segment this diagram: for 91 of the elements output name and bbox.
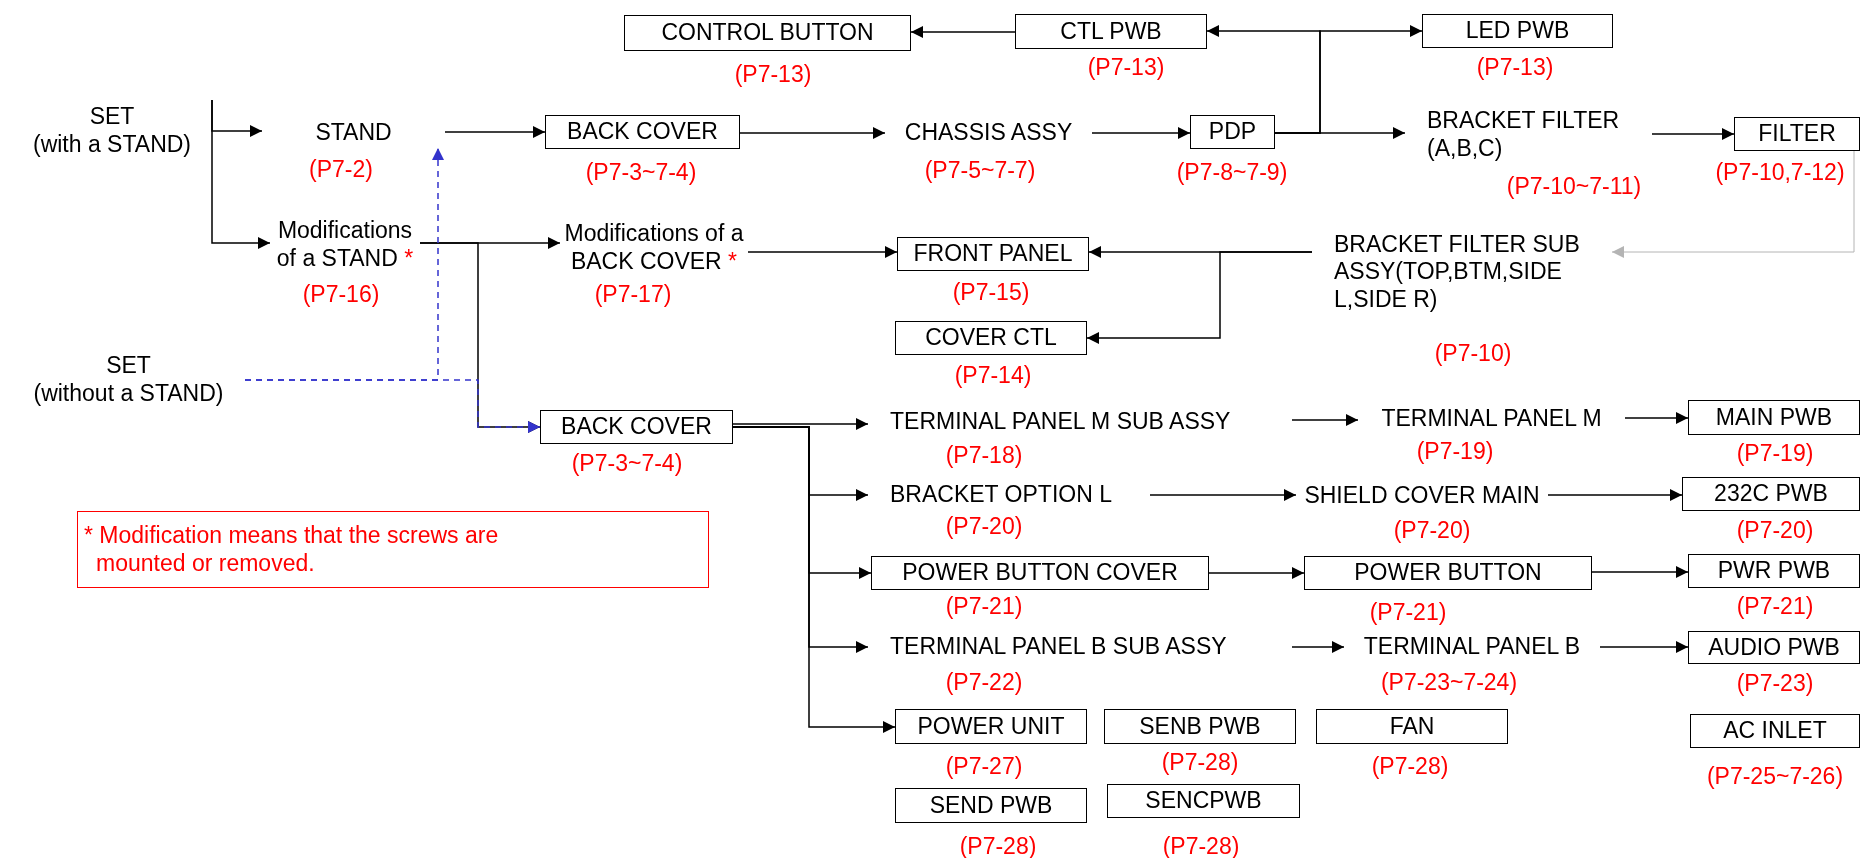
page-reference: (P7-10,7-12) [1715, 158, 1845, 186]
part-label: BRACKET OPTION L [868, 480, 1150, 510]
part-box: AC INLET [1690, 714, 1860, 748]
part-box: FAN [1316, 709, 1508, 744]
page-reference: (P7-19) [1416, 437, 1494, 465]
arrow [1091, 127, 1191, 139]
part-label: BRACKET FILTER SUB ASSY(TOP,BTM,SIDE L,SIDE R) [1312, 222, 1612, 322]
part-label: BRACKET FILTER (A,B,C) [1405, 103, 1652, 167]
part-label: CHASSIS ASSY [885, 118, 1092, 148]
part-label: TERMINAL PANEL B SUB ASSY [868, 632, 1292, 662]
page-reference: (P7-19) [1736, 439, 1814, 467]
arrow [1651, 128, 1735, 140]
part-label: Modifications of a BACK COVER * [563, 220, 745, 276]
part-label: TERMINAL PANEL M SUB ASSY [868, 406, 1292, 438]
page-reference: (P7-16) [302, 280, 380, 308]
arrow [1291, 641, 1345, 653]
part-box: CONTROL BUTTON [624, 15, 911, 51]
part-box: FILTER [1734, 117, 1860, 151]
part-box: COVER CTL [895, 321, 1087, 355]
page-reference: (P7-25~7-26) [1706, 762, 1844, 790]
part-box: 232C PWB [1682, 477, 1860, 511]
page-reference: (P7-14) [954, 361, 1032, 389]
arrow [1624, 412, 1689, 424]
part-label: SHIELD COVER MAIN [1296, 481, 1548, 511]
arrow [747, 246, 898, 258]
page-reference: (P7-10) [1434, 339, 1512, 367]
part-box: PDP [1190, 115, 1275, 149]
arrow [211, 99, 271, 249]
arrow [1274, 25, 1423, 134]
arrow [1599, 641, 1689, 653]
page-reference: (P7-23~7-24) [1380, 668, 1518, 696]
part-box: BACK COVER [540, 410, 733, 444]
page-reference: (P7-20) [1393, 516, 1471, 544]
page-reference: (P7-21) [1369, 598, 1447, 626]
page-reference: (P7-28) [1162, 832, 1240, 858]
page-reference: (P7-13) [1476, 53, 1554, 81]
arrow [1208, 567, 1305, 579]
page-reference: (P7-18) [945, 441, 1023, 469]
arrow [1547, 489, 1683, 501]
page-reference: (P7-17) [594, 280, 672, 308]
arrow [1086, 251, 1313, 344]
part-box: MAIN PWB [1688, 400, 1860, 435]
part-box: LED PWB [1422, 14, 1613, 48]
part-label: STAND [262, 118, 445, 148]
part-box: BACK COVER [545, 115, 740, 149]
arrow [739, 127, 886, 139]
page-reference: (P7-3~7-4) [585, 158, 697, 186]
page-reference: (P7-10~7-11) [1506, 172, 1642, 200]
page-reference: (P7-13) [1087, 53, 1165, 81]
page-reference: (P7-15) [952, 278, 1030, 306]
page-reference: (P7-20) [945, 512, 1023, 540]
page-reference: (P7-2) [309, 155, 373, 183]
part-box: SENCPWB [1107, 784, 1300, 818]
part-label: TERMINAL PANEL B [1344, 632, 1600, 662]
part-label: Modifications of a STAND * [275, 217, 415, 273]
page-reference: (P7-21) [1736, 592, 1814, 620]
arrow [732, 418, 869, 430]
page-reference: (P7-27) [945, 752, 1023, 780]
page-reference: (P7-28) [1371, 752, 1449, 780]
arrow [244, 379, 541, 433]
part-label: (with a STAND) [32, 131, 191, 159]
arrow [1149, 489, 1297, 501]
part-label: SET [106, 352, 151, 380]
page-reference: (P7-23) [1736, 669, 1814, 697]
note-box: * Modification means that the screws are mounted or removed. [77, 511, 709, 588]
part-label: SET [89, 103, 135, 131]
part-label: (without a STAND) [33, 380, 224, 408]
page-reference: (P7-5~7-7) [924, 156, 1036, 184]
page-reference: (P7-28) [1161, 748, 1239, 776]
arrow [1611, 150, 1855, 258]
part-box: SENB PWB [1104, 709, 1296, 744]
arrow [1291, 414, 1359, 426]
arrow [910, 26, 1016, 38]
page-reference: (P7-21) [945, 592, 1023, 620]
part-box: CTL PWB [1015, 14, 1207, 49]
page-reference: (P7-22) [945, 668, 1023, 696]
page-reference: (P7-8~7-9) [1176, 158, 1288, 186]
part-box: POWER UNIT [895, 709, 1087, 744]
arrow [444, 126, 546, 138]
page-reference: (P7-13) [734, 60, 812, 88]
arrow [1591, 566, 1689, 578]
page-reference: (P7-20) [1736, 516, 1814, 544]
part-label: TERMINAL PANEL M [1358, 404, 1625, 434]
page-reference: (P7-28) [959, 832, 1037, 858]
part-box: POWER BUTTON [1304, 556, 1592, 590]
part-box: AUDIO PWB [1688, 631, 1860, 664]
part-box: FRONT PANEL [897, 237, 1089, 271]
part-box: PWR PWB [1688, 554, 1860, 588]
page-reference: (P7-3~7-4) [571, 449, 683, 477]
part-box: SEND PWB [895, 788, 1087, 823]
part-box: POWER BUTTON COVER [871, 556, 1209, 590]
